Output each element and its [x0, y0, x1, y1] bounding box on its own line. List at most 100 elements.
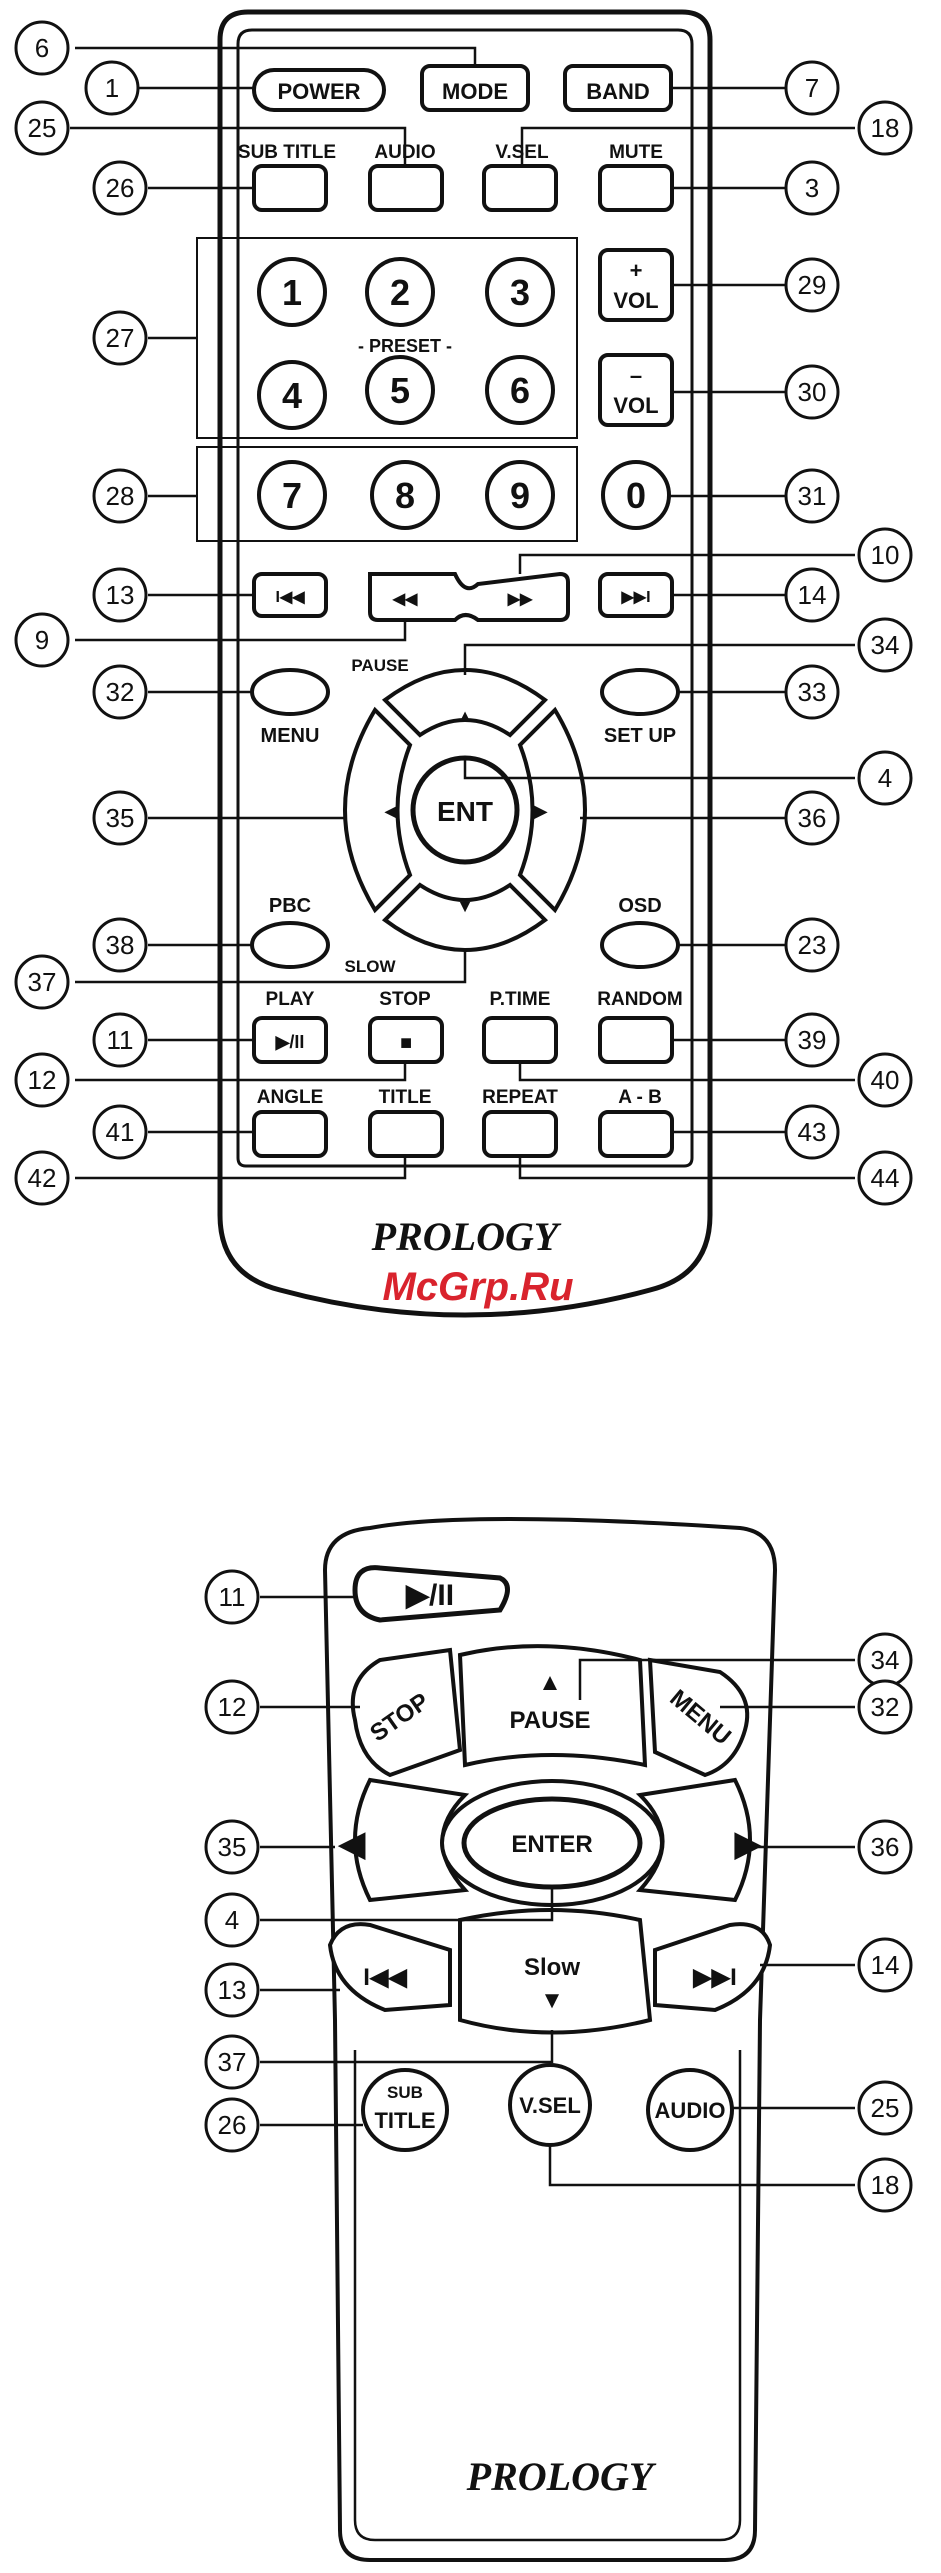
- r2-stop-button[interactable]: STOP: [350, 1647, 463, 1778]
- callout-number: 3: [805, 173, 819, 203]
- num-button-9[interactable]: 9: [485, 460, 555, 530]
- pbc-button[interactable]: [250, 921, 330, 969]
- numeric-group-box: [196, 446, 578, 542]
- dpad-down-button[interactable]: [381, 882, 549, 952]
- callout-number: 26: [106, 173, 135, 203]
- watermark: McGrp.Ru: [382, 1265, 573, 1309]
- band-button[interactable]: BAND: [563, 64, 673, 112]
- num-button-6[interactable]: 6: [485, 355, 555, 425]
- vsel-button[interactable]: [482, 164, 558, 212]
- callout-7: 7: [784, 60, 840, 116]
- right-arrow-icon: ▶: [532, 801, 548, 821]
- r2-audio-button[interactable]: AUDIO: [646, 2068, 734, 2152]
- callout-36: 36: [784, 790, 840, 846]
- num-button-7[interactable]: 7: [257, 460, 327, 530]
- audio-button[interactable]: [368, 164, 444, 212]
- num-button-2[interactable]: 2: [365, 257, 435, 327]
- caption-osd: OSD: [618, 895, 661, 917]
- vol-up-button[interactable]: + VOL: [598, 248, 674, 322]
- vol-down-button[interactable]: – VOL: [598, 353, 674, 427]
- osd-button[interactable]: [600, 921, 680, 969]
- caption-pbc: PBC: [269, 895, 311, 917]
- mute-button[interactable]: [598, 164, 674, 212]
- random-button[interactable]: [598, 1016, 674, 1064]
- callout-41: 41: [92, 1104, 148, 1160]
- setup-button[interactable]: [600, 668, 680, 716]
- r2-callout-4: 4: [204, 1892, 260, 1948]
- svg-text:4: 4: [282, 375, 302, 416]
- svg-text:▶▶I: ▶▶I: [620, 589, 650, 606]
- brand-logo: PROLOGY: [371, 1214, 562, 1259]
- num-button-3[interactable]: 3: [485, 257, 555, 327]
- callout-number: 23: [798, 930, 827, 960]
- ptime-button[interactable]: [482, 1016, 558, 1064]
- r2-prev-button[interactable]: I◀◀: [327, 1922, 452, 2013]
- r2-vsel-button[interactable]: V.SEL: [508, 2063, 592, 2147]
- callout-number: 32: [106, 677, 135, 707]
- caption-random: RANDOM: [597, 989, 683, 1010]
- r2-left-button[interactable]: [353, 1777, 470, 1903]
- callout-30: 30: [784, 364, 840, 420]
- r2-callout-18: 18: [857, 2157, 913, 2213]
- callout-39: 39: [784, 1012, 840, 1068]
- title-button[interactable]: [368, 1110, 444, 1158]
- svg-text:Slow: Slow: [524, 1954, 580, 1981]
- callout-number: 37: [28, 967, 57, 997]
- callout-11: 11: [92, 1012, 148, 1068]
- svg-text:TITLE: TITLE: [374, 2108, 435, 2133]
- num-button-1[interactable]: 1: [257, 257, 327, 327]
- fastforward-label: ▶▶: [507, 591, 533, 608]
- rewind-fastforward-button[interactable]: ◀◀ ▶▶: [368, 571, 570, 622]
- callout-number: 12: [28, 1065, 57, 1095]
- r2-callout-14: 14: [857, 1937, 913, 1993]
- mode-button[interactable]: MODE: [420, 64, 530, 112]
- r2-pause-button[interactable]: ▲ PAUSE: [457, 1644, 648, 1768]
- angle-button[interactable]: [252, 1110, 328, 1158]
- svg-text:SUB: SUB: [387, 2083, 423, 2102]
- svg-text:1: 1: [282, 272, 302, 313]
- next-button[interactable]: ▶▶I: [598, 572, 674, 618]
- callout-18: 18: [857, 100, 913, 156]
- num-button-8[interactable]: 8: [370, 460, 440, 530]
- r2-play-pause-button[interactable]: ▶/II: [352, 1565, 510, 1623]
- caption-setup: SET UP: [604, 725, 676, 747]
- menu-button[interactable]: [250, 668, 330, 716]
- stop-button[interactable]: ■: [368, 1016, 444, 1064]
- r2-next-button[interactable]: ▶▶I: [653, 1922, 773, 2013]
- callout-number: 14: [798, 580, 827, 610]
- r2-slow-button[interactable]: Slow ▼: [458, 1908, 653, 2035]
- dpad-up-button[interactable]: [381, 668, 549, 738]
- down-arrow-icon: ▼: [456, 896, 474, 916]
- prev-button[interactable]: I◀◀: [252, 572, 328, 618]
- num-button-5[interactable]: 5: [365, 355, 435, 425]
- r2-callout-13: 13: [204, 1962, 260, 2018]
- r2-subtitle-button[interactable]: SUB TITLE: [361, 2068, 449, 2152]
- subtitle-button[interactable]: [252, 164, 328, 212]
- r2-callout-32: 32: [857, 1679, 913, 1735]
- dpad-left-button[interactable]: [343, 706, 413, 914]
- callout-number: 34: [871, 630, 900, 660]
- num-button-4[interactable]: 4: [257, 360, 327, 430]
- dpad-right-button[interactable]: [517, 706, 587, 914]
- callout-number: 6: [35, 33, 49, 63]
- r2-up-arrow-icon: ▲: [538, 1669, 562, 1696]
- ab-button[interactable]: [598, 1110, 674, 1158]
- r2-right-button[interactable]: [635, 1777, 752, 1903]
- r2-callout-36: 36: [857, 1819, 913, 1875]
- callout-number: 9: [35, 625, 49, 655]
- callout-34: 34: [857, 617, 913, 673]
- play-pause-button[interactable]: ▶/II: [252, 1016, 328, 1064]
- r2-menu-button[interactable]: MENU: [647, 1657, 750, 1778]
- r2-callout-35: 35: [204, 1819, 260, 1875]
- svg-text:3: 3: [510, 272, 530, 313]
- callout-number: 4: [225, 1905, 239, 1935]
- num-button-0[interactable]: 0: [601, 460, 671, 530]
- remote-2-body: [322, 1517, 778, 2562]
- band-button-label: BAND: [586, 79, 650, 104]
- callout-number: 34: [871, 1645, 900, 1675]
- callout-38: 38: [92, 917, 148, 973]
- repeat-button[interactable]: [482, 1110, 558, 1158]
- power-button[interactable]: POWER: [252, 68, 386, 112]
- r2-enter-button[interactable]: [461, 1796, 643, 1890]
